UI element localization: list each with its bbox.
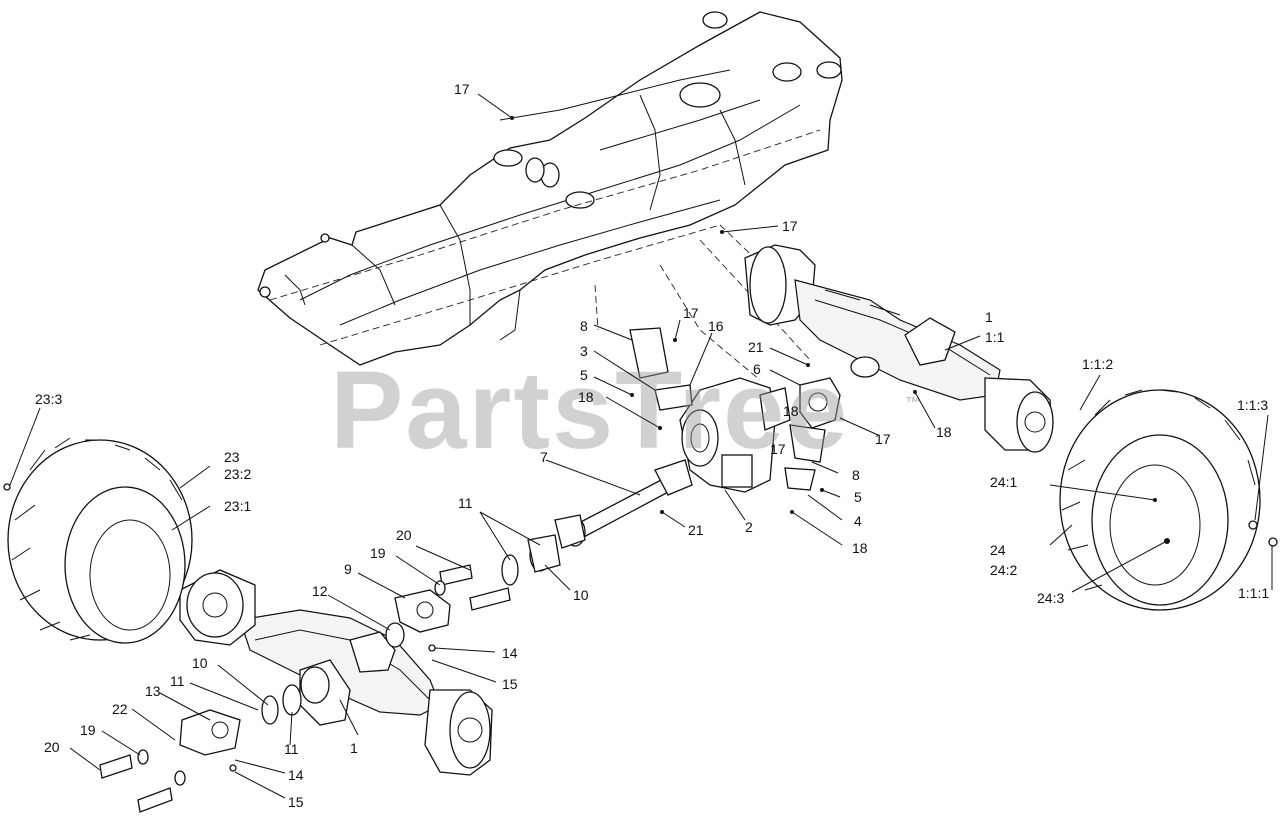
callout-5-left: 5 <box>580 367 588 383</box>
transmission-assembly <box>554 327 841 549</box>
callout-21-bottom: 21 <box>688 522 704 538</box>
callout-24: 24 <box>990 542 1006 558</box>
callout-24-1: 24:1 <box>990 474 1017 490</box>
callout-10-top: 10 <box>573 587 589 603</box>
callout-13: 13 <box>145 683 161 699</box>
callout-23: 23 <box>224 449 240 465</box>
callout-23-3: 23:3 <box>35 391 62 407</box>
callout-9: 9 <box>344 561 352 577</box>
callout-16: 16 <box>708 318 724 334</box>
callout-5-right: 5 <box>854 489 862 505</box>
callout-1-1-1: 1:1:1 <box>1238 585 1269 601</box>
callout-21-top: 21 <box>748 339 764 355</box>
callout-24-2: 24:2 <box>990 562 1017 578</box>
callout-labels: 17 17 8 17 16 3 5 18 21 6 18 17 17 18 7 … <box>35 81 1269 810</box>
callout-1-1-2: 1:1:2 <box>1082 356 1113 372</box>
callout-12: 12 <box>312 583 328 599</box>
callout-17-frame-right: 17 <box>782 218 798 234</box>
callout-17-frame-top: 17 <box>454 81 470 97</box>
callout-18-bottom: 18 <box>852 540 868 556</box>
callout-11-bottom-right: 11 <box>284 741 299 757</box>
callout-17-right: 17 <box>875 431 891 447</box>
watermark-text: PartsTree <box>330 349 849 472</box>
chassis-frame <box>257 11 881 381</box>
callout-23-1: 23:1 <box>224 498 251 514</box>
callout-17-bracket: 17 <box>683 305 699 321</box>
right-wheel-tire <box>1059 389 1278 611</box>
callout-1-rear: 1 <box>985 309 993 325</box>
left-wheel-tire <box>3 437 193 644</box>
callout-8-right: 8 <box>852 467 860 483</box>
leader-lines <box>9 93 1273 799</box>
callout-18-right: 18 <box>936 424 952 440</box>
callout-22: 22 <box>112 701 128 717</box>
callout-19-bottom: 19 <box>80 722 96 738</box>
callout-19-top: 19 <box>370 545 386 561</box>
callout-20-bottom: 20 <box>44 739 60 755</box>
callout-1-front: 1 <box>350 740 358 756</box>
callout-23-2: 23:2 <box>224 466 251 482</box>
callout-24-3: 24:3 <box>1037 590 1064 606</box>
callout-1-1-3: 1:1:3 <box>1237 397 1268 413</box>
callout-1-1: 1:1 <box>985 329 1005 345</box>
callout-11-bottom-left: 11 <box>170 673 185 689</box>
callout-10-bottom: 10 <box>192 655 208 671</box>
callout-14-bottom: 14 <box>288 767 304 783</box>
callout-18-center: 18 <box>783 403 799 419</box>
watermark-trademark: ™ <box>905 395 921 412</box>
callout-11-top: 11 <box>458 495 473 511</box>
callout-15-top: 15 <box>502 676 518 692</box>
callout-3: 3 <box>580 343 588 359</box>
callout-4: 4 <box>854 513 862 529</box>
callout-6: 6 <box>753 361 761 377</box>
callout-8-left: 8 <box>580 318 588 334</box>
callout-18-left: 18 <box>578 389 594 405</box>
callout-20-top: 20 <box>396 527 412 543</box>
front-axle-assembly <box>99 534 561 813</box>
callout-2: 2 <box>745 519 753 535</box>
callout-15-bottom: 15 <box>288 794 304 810</box>
callout-14-top: 14 <box>502 645 518 661</box>
callout-7: 7 <box>540 449 548 465</box>
rear-axle-assembly <box>744 244 1054 453</box>
callout-17-center: 17 <box>770 441 786 457</box>
